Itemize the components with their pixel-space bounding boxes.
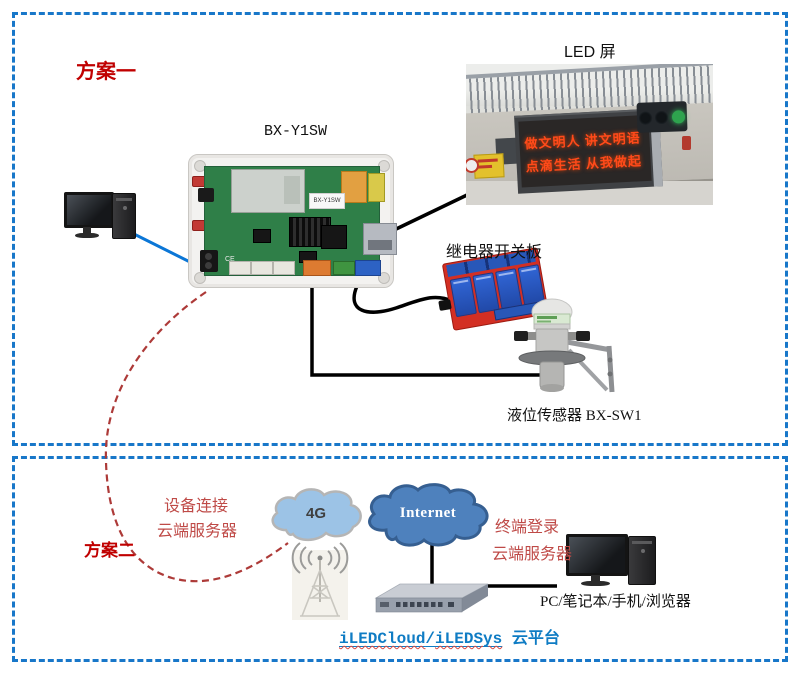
curve-board-to-4g: [104, 291, 289, 583]
platform-suffix: 云平台: [502, 630, 560, 648]
monitor-base: [75, 233, 99, 238]
sensor-knob: [514, 331, 528, 341]
round-sign: [466, 158, 479, 173]
ethernet-port: [363, 223, 397, 255]
cloud-internet-shape: [368, 483, 489, 547]
line-board-to-led: [391, 193, 468, 233]
device-connect-line1: 设备连接: [164, 498, 229, 515]
sensor-bracket: [566, 339, 615, 393]
board-pcb: BX-Y1SW CE: [204, 166, 397, 276]
chip: [321, 225, 347, 249]
led-screen-photo: 做文明人 讲文明语 点滴生活 从我做起: [466, 64, 713, 205]
power-button-icon: [122, 206, 127, 210]
screw-icon: [194, 272, 206, 284]
connector-white: [251, 261, 273, 275]
client-computer: [566, 534, 662, 586]
monitor-screen: [569, 537, 625, 573]
pc-tower: [628, 536, 656, 585]
controller-board-image: BX-Y1SW CE: [188, 154, 397, 288]
traffic-light-icon: [636, 101, 688, 133]
monitor: [566, 534, 628, 576]
relay-cable-connector: [438, 299, 452, 311]
terminal-login-line1: 终端登录: [495, 519, 560, 536]
monitor-neck: [83, 227, 91, 233]
terminal-login-line2: 云端服务器: [492, 546, 573, 563]
device-connect-line2: 云端服务器: [157, 523, 238, 540]
traffic-light-off: [655, 110, 669, 124]
monitor: [64, 192, 114, 228]
router-image: [374, 583, 489, 613]
chip: [253, 229, 271, 243]
terminal-block-green: [333, 261, 355, 275]
terminal-block-blue: [355, 260, 381, 276]
drive-slot: [116, 198, 132, 201]
connector-white: [273, 261, 295, 275]
cloud-internet: Internet: [368, 483, 489, 547]
terminal-block-orange: [303, 260, 331, 276]
client-label: PC/笔记本/手机/浏览器: [540, 594, 691, 610]
fuse-component: [368, 173, 385, 202]
platform-cloud-text: iLEDCloud: [339, 630, 426, 648]
platform-sys-text: iLEDSys: [435, 630, 503, 648]
cloud-4g-label: 4G: [306, 505, 326, 522]
antenna-tower-icon: [291, 542, 349, 620]
red-fixture: [682, 136, 691, 150]
board-sticker: BX-Y1SW: [309, 193, 345, 209]
cloud-4g: 4G: [271, 488, 362, 542]
cloud-internet-label: Internet: [400, 505, 457, 521]
traffic-light-off: [638, 110, 653, 125]
desktop-computer: [64, 190, 138, 240]
line-pc-to-board: [129, 230, 193, 265]
platform-label: iLEDCloud/iLEDSys 云平台: [339, 624, 560, 648]
line-board-to-relay: [352, 285, 453, 314]
scheme1-box: [12, 12, 788, 446]
level-sensor-label: 液位传感器 BX-SW1: [507, 408, 642, 424]
scheme2-title: 方案二: [84, 541, 135, 560]
cloud-4g-shape: [271, 488, 362, 542]
led-display-screen: 做文明人 讲文明语 点滴生活 从我做起: [518, 114, 652, 188]
led-text-line2: 点滴生活 从我做起: [525, 153, 643, 175]
platform-separator: /: [425, 630, 436, 648]
power-button-icon: [640, 549, 645, 553]
power-terminal: [200, 250, 218, 272]
router-ports: [396, 602, 454, 607]
drive-slot: [632, 541, 652, 544]
gsm-module: [231, 169, 305, 213]
monitor-neck: [591, 575, 600, 581]
relay-component: [341, 171, 367, 203]
scheme1-title: 方案一: [76, 61, 136, 83]
monitor-base: [581, 581, 610, 586]
board-label: BX-Y1SW: [264, 123, 328, 140]
led-text-line1: 做文明人 讲文明语: [524, 130, 642, 152]
pc-tower: [112, 193, 136, 239]
sensor-body: [535, 328, 569, 354]
screw-icon: [378, 272, 390, 284]
traffic-light-green: [671, 109, 686, 124]
relay-board-label: 继电器开关板: [446, 244, 543, 261]
line-board-to-sensor: [310, 286, 545, 377]
router-side: [462, 584, 488, 612]
scheme2-box: [12, 456, 788, 662]
monitor-screen: [67, 195, 111, 225]
power-switch: [198, 188, 214, 202]
sensor-knob: [576, 331, 590, 341]
connector-white: [229, 261, 251, 275]
led-screen-label: LED 屏: [564, 44, 616, 61]
ce-mark: CE: [225, 256, 235, 263]
level-sensor-image: [514, 298, 615, 393]
